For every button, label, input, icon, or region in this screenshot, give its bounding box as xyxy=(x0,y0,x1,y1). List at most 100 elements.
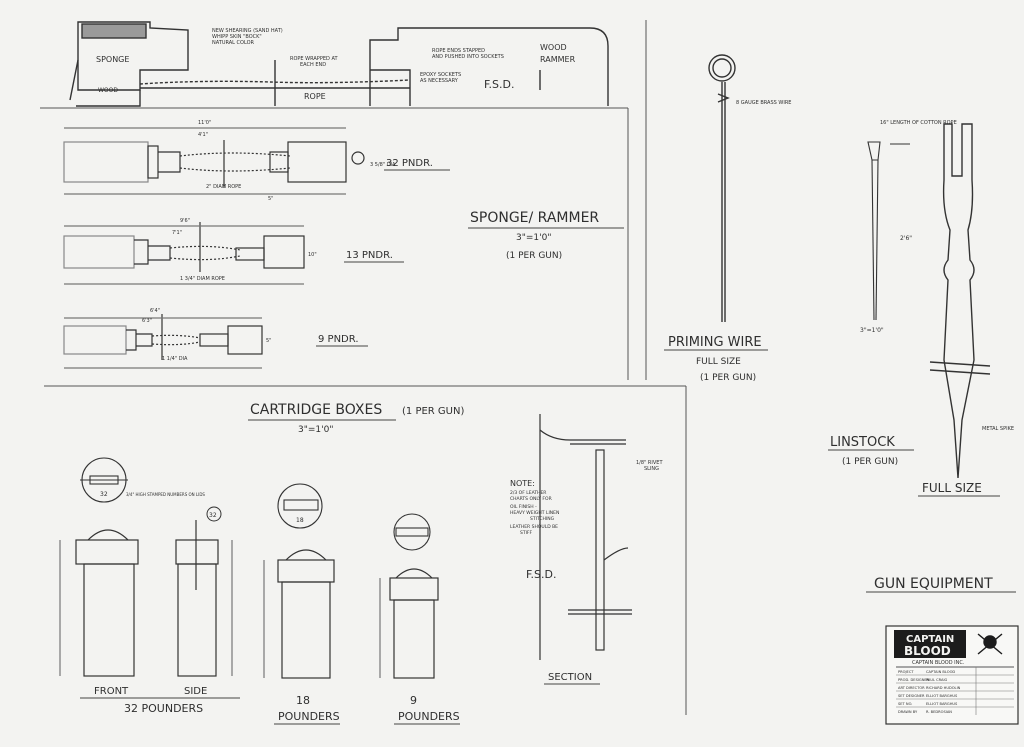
view-front: FRONT xyxy=(94,686,129,697)
row-2: ART DIRECTOR xyxy=(898,686,925,690)
strap-note: 1/8" RIVET xyxy=(636,460,663,466)
cartridge-box-18 xyxy=(263,549,335,679)
lid-number-18: 18 xyxy=(296,517,304,524)
priming-wire-subtitle: FULL SIZE xyxy=(696,357,741,367)
lid-labels: 32 18 3/4" HIGH STAMPED NUMBERS ON LIDS … xyxy=(100,491,304,524)
row-5: DRAWN BY xyxy=(898,710,918,714)
sponge-rammer-scale: 3"=1'0" xyxy=(516,233,551,243)
dim-9-a: 6'4" xyxy=(150,308,160,314)
cartridge-box-labels: FRONT SIDE 32 POUNDERS 18 POUNDERS 9 POU… xyxy=(80,686,460,725)
cartridge-boxes-header: CARTRIDGE BOXES (1 PER GUN) 3"=1'0" xyxy=(248,402,464,435)
dim-32-a: 11'0" xyxy=(198,120,211,126)
sponge-rammer-detail xyxy=(69,21,609,107)
val-2: RICHARD HUDOLIN xyxy=(926,686,961,690)
note-top: NEW SHEARING (SAND HAT) xyxy=(212,28,283,34)
dim-32-d: 5" xyxy=(268,196,273,202)
note-1: 2/3 OF LEATHER xyxy=(510,490,546,496)
dim-32-c: 2" DIAM ROPE xyxy=(206,184,241,190)
skull-crossbones-icon xyxy=(977,633,1003,655)
val-3: ELLIOT BARGHUS xyxy=(926,694,958,698)
cartridge-boxes-title: CARTRIDGE BOXES xyxy=(250,402,382,418)
linstock-labels: 16" LENGTH OF COTTON ROPE 3"=1'0" 2'6" M… xyxy=(828,120,1014,497)
rammer-note-4: AS NECESSARY xyxy=(420,78,459,84)
cartridge-lids xyxy=(80,457,431,551)
dim-13-a: 9'6" xyxy=(180,218,190,224)
wood-label-right: WOOD xyxy=(540,43,567,52)
note-3: OIL FINISH - xyxy=(510,504,537,510)
row-4: SET NO. xyxy=(898,702,912,706)
section-label: SECTION xyxy=(548,672,592,683)
lid-note: 3/4" HIGH STAMPED NUMBERS ON LIDS xyxy=(126,492,205,497)
note-7: STIFF xyxy=(520,530,533,536)
dim-13-d: 10" xyxy=(308,252,317,258)
panel-borders xyxy=(40,20,687,715)
rammer-label: RAMMER xyxy=(540,55,576,64)
title-block: CAPTAIN BLOOD CAPTAIN BLOOD INC. PROJECT… xyxy=(885,625,1019,725)
dim-13-c: 1 3/4" DIAM ROPE xyxy=(180,276,225,282)
fsd-label: F.S.D. xyxy=(484,78,515,91)
section-fsd: F.S.D. xyxy=(526,568,557,581)
row-1: PROD. DESIGNER xyxy=(898,678,930,682)
sponge-label: SPONGE xyxy=(96,55,129,64)
label-9: POUNDERS xyxy=(398,710,460,723)
linstock-qty: (1 PER GUN) xyxy=(842,457,898,467)
sponge-rammer-qty: (1 PER GUN) xyxy=(506,251,562,261)
priming-wire-qty: (1 PER GUN) xyxy=(700,373,756,383)
dim-32-e: 3 5/8" DIA xyxy=(370,162,396,168)
linstock-title: LINSTOCK xyxy=(830,435,895,450)
note-4: HEAVY WEIGHT LINEN xyxy=(510,510,559,516)
company-name: CAPTAIN BLOOD INC. xyxy=(912,660,965,666)
label-18-num: 18 xyxy=(296,694,310,707)
cartridge-box-32-side xyxy=(175,520,233,677)
rope-note-2: EACH END xyxy=(300,62,326,68)
view-side: SIDE xyxy=(184,686,207,697)
sponge-rammer-32 xyxy=(63,127,365,195)
priming-wire-title: PRIMING WIRE xyxy=(668,335,762,350)
gun-equipment-heading: GUN EQUIPMENT xyxy=(866,576,1016,593)
dim-9-d: 5" xyxy=(266,338,271,344)
sponge-rammer-labels: 32 PNDR. 13 PNDR. 9 PNDR. SPONGE/ RAMMER… xyxy=(316,158,624,347)
linstock-dim: 2'6" xyxy=(900,235,912,242)
row-0: PROJECT xyxy=(898,670,914,674)
dim-32-b: 4'1" xyxy=(198,132,208,138)
label-32-pounders: 32 POUNDERS xyxy=(124,702,203,715)
label-9-num: 9 xyxy=(410,694,417,707)
linstock-small xyxy=(867,141,910,321)
cartridge-boxes-scale: 3"=1'0" xyxy=(298,425,333,435)
priming-wire-drawing xyxy=(708,54,736,322)
section-labels: NOTE: 2/3 OF LEATHER CHARTS ONLY FOR OIL… xyxy=(510,460,663,685)
note-top-3: NATURAL COLOR xyxy=(212,40,255,46)
gun-equipment-title: GUN EQUIPMENT xyxy=(874,576,993,592)
rope-note: ROPE WRAPPED AT xyxy=(290,56,338,62)
sponge-rammer-13 xyxy=(63,222,305,285)
linstock-note-spike: METAL SPIKE xyxy=(982,426,1014,432)
cartridge-section xyxy=(539,414,632,660)
note-top-2: WHIPP SKIN "BOCK" xyxy=(212,34,262,40)
size-32: 32 PNDR. xyxy=(386,158,433,169)
val-5: R. BEDROSIAN xyxy=(926,710,952,714)
logo-line1: CAPTAIN xyxy=(906,634,954,645)
cartridge-box-32-front xyxy=(59,529,139,677)
priming-wire-labels: 8 GAUGE BRASS WIRE PRIMING WIRE FULL SIZ… xyxy=(664,100,791,383)
rope-label: ROPE xyxy=(304,92,326,101)
dim-9-c: 1 1/4" DIA xyxy=(162,356,188,362)
linstock-note-top: 16" LENGTH OF COTTON ROPE xyxy=(880,120,957,126)
size-13: 13 PNDR. xyxy=(346,250,393,261)
label-18: POUNDERS xyxy=(278,710,340,723)
val-4: ELLIOT BARGHUS xyxy=(926,702,958,706)
val-0: CAPTAIN BLOOD xyxy=(926,670,955,674)
cartridge-box-9 xyxy=(379,568,439,679)
row-3: SET DESIGNER xyxy=(898,694,925,698)
cartridge-boxes-qty: (1 PER GUN) xyxy=(402,406,464,417)
size-9: 9 PNDR. xyxy=(318,334,359,345)
logo-line2: BLOOD xyxy=(904,644,951,658)
linstock-full-size: FULL SIZE xyxy=(922,481,982,495)
rammer-note-2: AND PUSHED INTO SOCKETS xyxy=(432,54,504,60)
note-2: CHARTS ONLY FOR xyxy=(510,496,552,502)
lid-number-32: 32 xyxy=(100,491,108,498)
priming-wire-note: 8 GAUGE BRASS WIRE xyxy=(736,100,791,106)
detail-labels: SPONGE WOOD ROPE WOOD RAMMER F.S.D. NEW … xyxy=(96,28,576,101)
sponge-rammer-dims: 11'0" 4'1" 2" DIAM ROPE 5" 3 5/8" DIA 9'… xyxy=(142,120,396,362)
dim-9-b: 6'3" xyxy=(142,318,152,324)
